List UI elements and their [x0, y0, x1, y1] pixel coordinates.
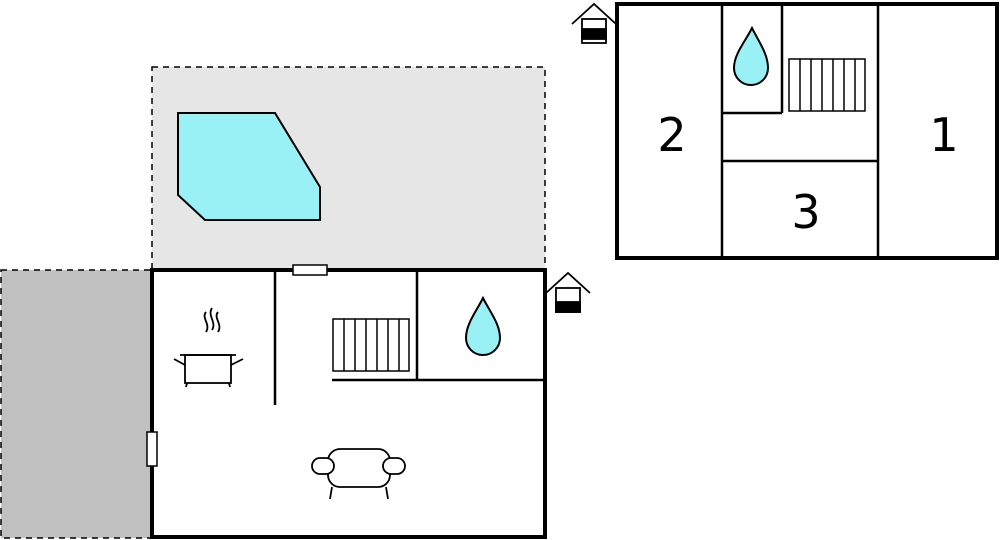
door-icon — [146, 431, 158, 467]
stairs-icon — [788, 58, 866, 112]
water-drop-icon — [732, 25, 770, 86]
carport-area — [0, 269, 153, 539]
upper-floor-walls — [720, 6, 880, 256]
room-number-3: 3 — [791, 185, 820, 239]
ground-floor-outline — [150, 268, 547, 539]
water-drop-icon — [464, 295, 502, 356]
upper-floor-outline — [615, 2, 999, 260]
room-number-1: 1 — [929, 108, 958, 162]
ground-floor-walls — [273, 272, 543, 405]
entrance-icon — [545, 271, 591, 313]
room-number-2: 2 — [657, 108, 686, 162]
window-icon — [292, 264, 328, 276]
swimming-pool — [177, 112, 321, 221]
sofa-icon — [311, 448, 406, 500]
entrance-icon — [571, 2, 617, 44]
stairs-icon — [332, 318, 410, 372]
cooking-pot-icon — [173, 307, 244, 388]
